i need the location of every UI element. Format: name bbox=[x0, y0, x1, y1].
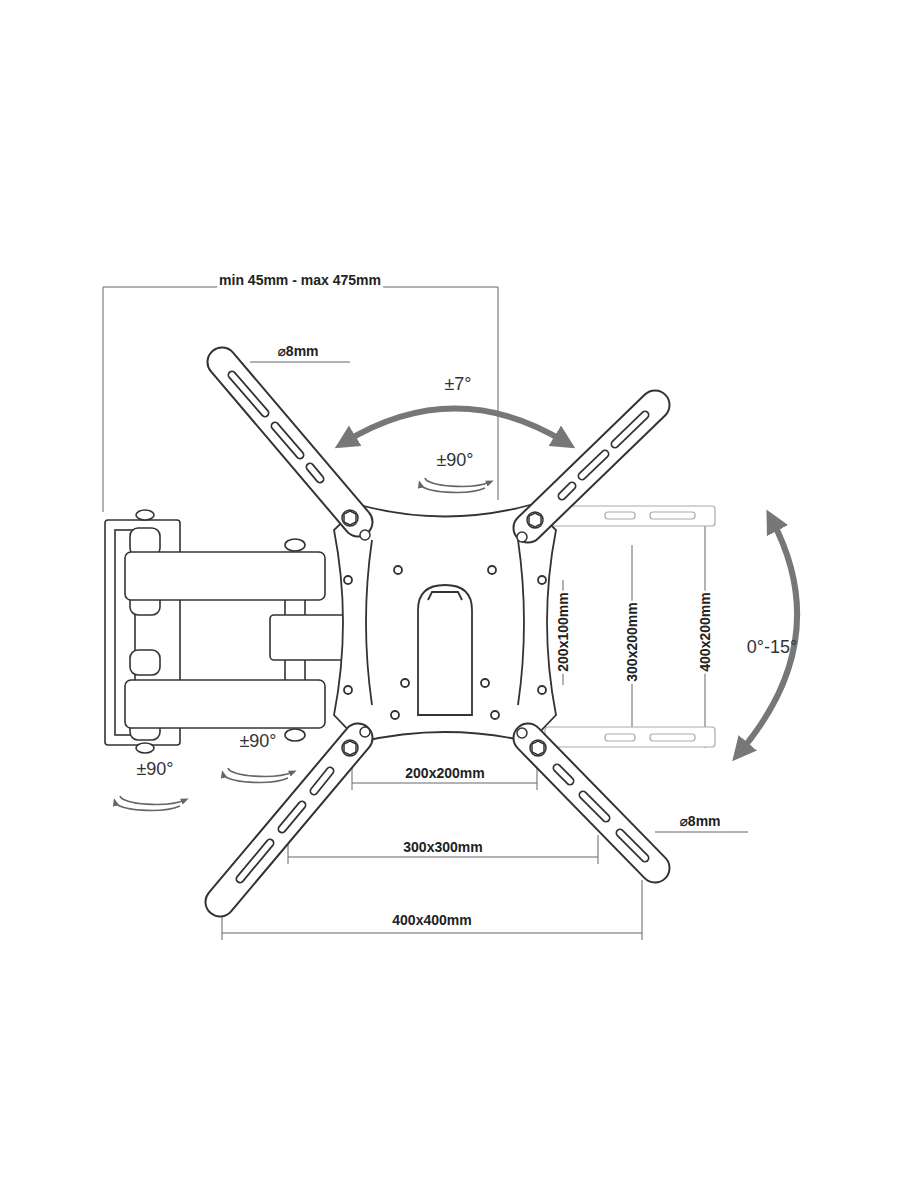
dimension-lines bbox=[103, 287, 748, 940]
dimension-label: ±90° bbox=[434, 450, 475, 471]
dimension-label: 200x100mm bbox=[555, 590, 571, 673]
dimension-label: 200x200mm bbox=[403, 765, 486, 781]
motion-arrows bbox=[115, 409, 797, 811]
dimension-label: min 45mm - max 475mm bbox=[217, 272, 383, 288]
dimension-label: ±90° bbox=[237, 731, 278, 752]
dimension-label: 400x200mm bbox=[697, 590, 713, 673]
vesa-plate bbox=[334, 505, 556, 742]
dimension-label: 300x200mm bbox=[624, 600, 640, 683]
dimension-label: ±90° bbox=[134, 759, 175, 780]
cross-arms bbox=[220, 362, 655, 902]
dimension-label: 400x400mm bbox=[390, 912, 473, 928]
wall-arm bbox=[105, 510, 355, 753]
ghost-bars bbox=[545, 506, 715, 747]
dimension-label: ±7° bbox=[442, 374, 473, 395]
dimension-label: ⌀8mm bbox=[275, 343, 320, 359]
dimension-label: 300x300mm bbox=[401, 839, 484, 855]
dimension-label: ⌀8mm bbox=[677, 813, 722, 829]
dimension-label: 0°-15° bbox=[745, 637, 799, 658]
bolts bbox=[342, 510, 546, 756]
